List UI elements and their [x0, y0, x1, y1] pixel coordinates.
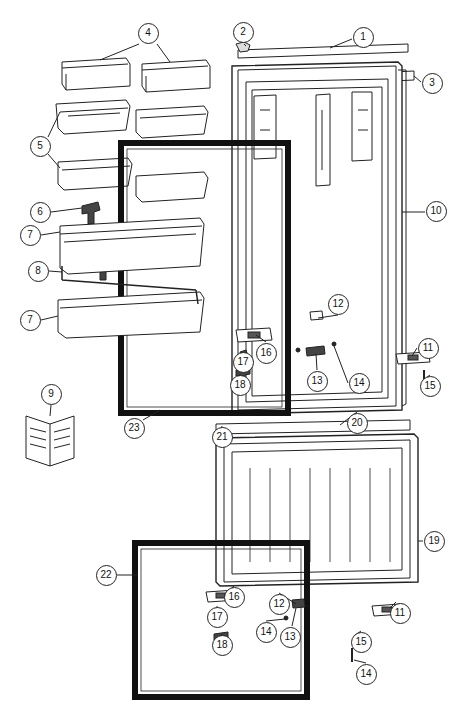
callout-text: 7	[27, 315, 33, 325]
callout-text: 18	[234, 380, 245, 390]
callout-number: 17	[207, 607, 228, 628]
callout-number: 19	[424, 531, 445, 552]
callout-text: 18	[216, 640, 227, 650]
callout-text: 17	[237, 357, 248, 367]
callout-text: 8	[35, 266, 41, 276]
callout-number: 7	[20, 225, 41, 246]
callout-text: 20	[351, 418, 362, 428]
callout-number: 16	[224, 587, 245, 608]
callout-number: 16	[256, 343, 277, 364]
callout-text: 11	[395, 608, 405, 618]
callout-number: 14	[349, 373, 370, 394]
callout-number: 15	[351, 632, 372, 653]
callout-text: 21	[216, 432, 227, 442]
callout-number: 6	[30, 202, 51, 223]
callout-number: 13	[280, 627, 301, 648]
callout-number: 10	[426, 201, 447, 222]
callout-number: 13	[307, 371, 328, 392]
callout-text: 2	[240, 27, 246, 37]
callout-text: 14	[353, 378, 364, 388]
callout-text: 14	[360, 669, 371, 679]
callout-text: 16	[260, 348, 271, 358]
callout-number: 14	[256, 622, 277, 643]
callout-number: 8	[28, 261, 49, 282]
callout-number: 5	[30, 136, 51, 157]
callout-number: 18	[230, 375, 251, 396]
callout-number: 2	[233, 22, 254, 43]
callout-text: 15	[355, 637, 366, 647]
callout-number: 15	[420, 376, 441, 397]
callout-number: 1	[353, 27, 374, 48]
callout-text: 16	[228, 592, 239, 602]
callout-number: 7	[20, 310, 41, 331]
callout-text: 19	[428, 536, 439, 546]
callout-text: 3	[429, 78, 435, 88]
callout-text: 5	[37, 141, 43, 151]
callout-text: 1	[360, 32, 366, 42]
callout-text: 7	[27, 230, 33, 240]
callout-number: 4	[138, 23, 159, 44]
callout-text: 12	[273, 599, 284, 609]
callout-number: 17	[233, 352, 254, 373]
callout-text: 13	[284, 632, 295, 642]
callout-text: 14	[260, 627, 271, 637]
callout-number: 23	[124, 418, 145, 439]
callout-number: 12	[328, 294, 349, 315]
callout-text: 6	[37, 207, 43, 217]
callout-number: 11	[418, 338, 439, 359]
callout-text: 9	[48, 389, 54, 399]
callout-text: 15	[424, 381, 435, 391]
callout-text: 4	[145, 28, 151, 38]
callout-number: 22	[96, 565, 117, 586]
callout-number: 11	[390, 603, 411, 624]
callout-number: 9	[41, 384, 62, 405]
callout-text: 17	[211, 612, 222, 622]
callout-text: 11	[423, 343, 433, 353]
callout-number: 3	[422, 73, 443, 94]
callout-text: 10	[430, 206, 441, 216]
callout-text: 13	[311, 376, 322, 386]
callout-number: 12	[269, 594, 290, 615]
callout-text: 22	[100, 570, 111, 580]
callout-text: 23	[128, 423, 139, 433]
callout-text: 12	[332, 299, 343, 309]
callout-number: 20	[347, 413, 368, 434]
callout-number: 18	[212, 635, 233, 656]
callout-number: 21	[212, 427, 233, 448]
callout-number: 14	[356, 664, 377, 685]
